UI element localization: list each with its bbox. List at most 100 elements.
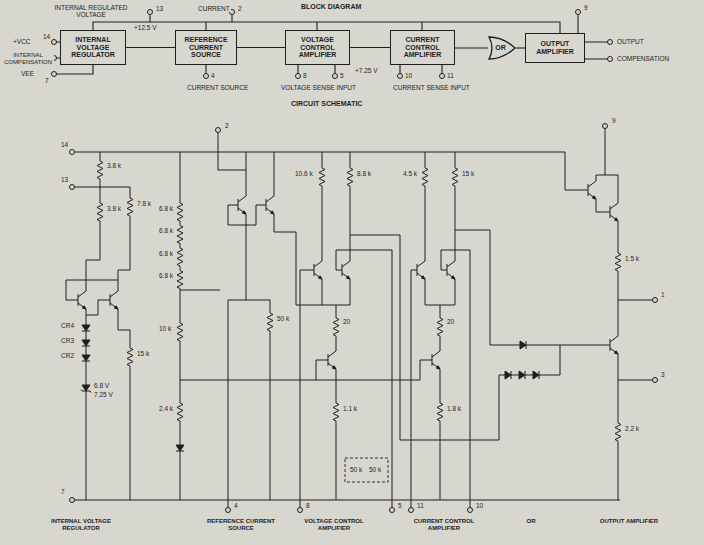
pin-terminal [70,124,658,513]
pin-label: CURRENT SENSE INPUT [392,84,471,91]
transistor-symbol [582,181,596,199]
transistor-symbol [604,336,618,354]
pin-number: 3 [660,371,666,378]
section-label: VOLTAGE CONTROL AMPLIFIER [298,518,370,531]
diode-symbol [82,355,90,361]
circuit-wire [66,129,653,508]
connector [126,47,175,48]
box-text: CURRENT CONTROL AMPLIFIER [394,36,451,59]
diode-symbol [505,371,511,379]
resistor-symbol [97,158,103,181]
pin-terminal [333,74,338,79]
box-text: INTERNAL VOLTAGE REGULATOR [64,36,122,59]
or-gate-outline [489,37,515,59]
pin-terminal [70,150,75,155]
resistor-symbol [177,245,183,268]
resistor-symbol [437,400,443,423]
heading: CIRCUIT SCHEMATIC [290,100,363,108]
resistor-value: 3.8 k [106,205,122,212]
resistor-value: 6.8 k [158,227,174,234]
block-box: OUTPUT AMPLIFIER [525,33,585,63]
pin-number: 14 [60,141,69,148]
resistor-value: 6.8 k [158,272,174,279]
pin-label: OUTPUT [616,38,645,45]
pin-terminal [603,124,608,129]
resistor-value: 10.6 k [294,170,314,177]
pin-terminal [653,298,658,303]
connector [516,47,525,48]
pin-number: 13 [155,5,164,12]
voltage-label: +7.25 V [354,67,379,74]
pin-number: 4 [210,72,216,79]
resistor-symbol [177,320,183,343]
resistor-symbol [452,165,458,188]
pin-label: VOLTAGE SENSE INPUT [280,84,357,91]
pin-terminal [148,10,153,15]
diode-symbol [82,340,90,346]
diode-name: CR4 [60,322,75,329]
pin-terminal [52,40,57,45]
pin-number: 9 [611,117,617,124]
transistor-symbol [260,196,274,214]
transistor-symbol [411,261,425,279]
connector [455,47,488,48]
diode-symbol [81,325,539,451]
pin-number: 1 [660,291,666,298]
resistor-symbol [333,315,339,338]
resistor-value: 10 k [158,325,172,332]
resistor-value: 15 k [136,350,150,357]
pin-terminal [70,498,75,503]
resistor-value: 20 [342,318,351,325]
pin-terminal [216,128,221,133]
pin-terminal [398,74,403,79]
transistor-symbol [441,261,455,279]
resistor-value: 6.8 k [158,205,174,212]
pin-label: CURRENT SOURCE [186,84,249,91]
pin-number: 8 [305,502,311,509]
section-label: INTERNAL VOLTAGE REGULATOR [40,518,122,531]
pin-number: 14 [42,33,51,40]
voltage-label: +12.5 V [133,24,158,31]
resistor-symbol [97,200,103,223]
pin-number: 2 [237,5,243,12]
resistor-symbol [177,200,183,223]
pin-terminal [576,10,581,15]
pin-number: 7 [44,77,50,84]
resistor-symbol [615,420,621,443]
connector [350,47,390,48]
resistor-value: 4.5 k [402,170,418,177]
section-label: CURRENT CONTROL AMPLIFIER [408,518,480,531]
block-box: CURRENT CONTROL AMPLIFIER [390,30,455,65]
pin-terminal [296,74,301,79]
diode-symbol [533,371,539,379]
resistor-symbol [615,250,621,273]
resistor-value: 2.4 k [158,405,174,412]
resistor-symbol [319,165,325,188]
block-box: VOLTAGE CONTROL AMPLIFIER [285,30,350,65]
diode-name: CR2 [60,352,75,359]
block-box: INTERNAL VOLTAGE REGULATOR [60,30,126,65]
resistor-value: 2.2 k [624,425,640,432]
pin-number: 8 [302,72,308,79]
transistor-symbol [72,181,618,369]
resistor-value: 50 k [276,315,290,322]
resistor-symbol [267,310,273,333]
pin-number: 5 [397,502,403,509]
heading: BLOCK DIAGRAM [300,3,362,11]
pin-terminal [468,508,473,513]
transistor-symbol [426,351,440,369]
transistor-symbol [604,203,618,221]
pin-label: CURRENT [197,5,231,12]
pin-number: 13 [60,176,69,183]
transistor-symbol [322,351,336,369]
resistor-symbol [127,195,133,218]
pin-label: VEE [20,70,35,77]
box-text: OR [495,44,506,52]
zener-symbol [81,385,91,393]
pin-terminal [52,72,57,77]
transistor-symbol [308,261,322,279]
zener-voltage: 6.8 V [93,382,110,389]
